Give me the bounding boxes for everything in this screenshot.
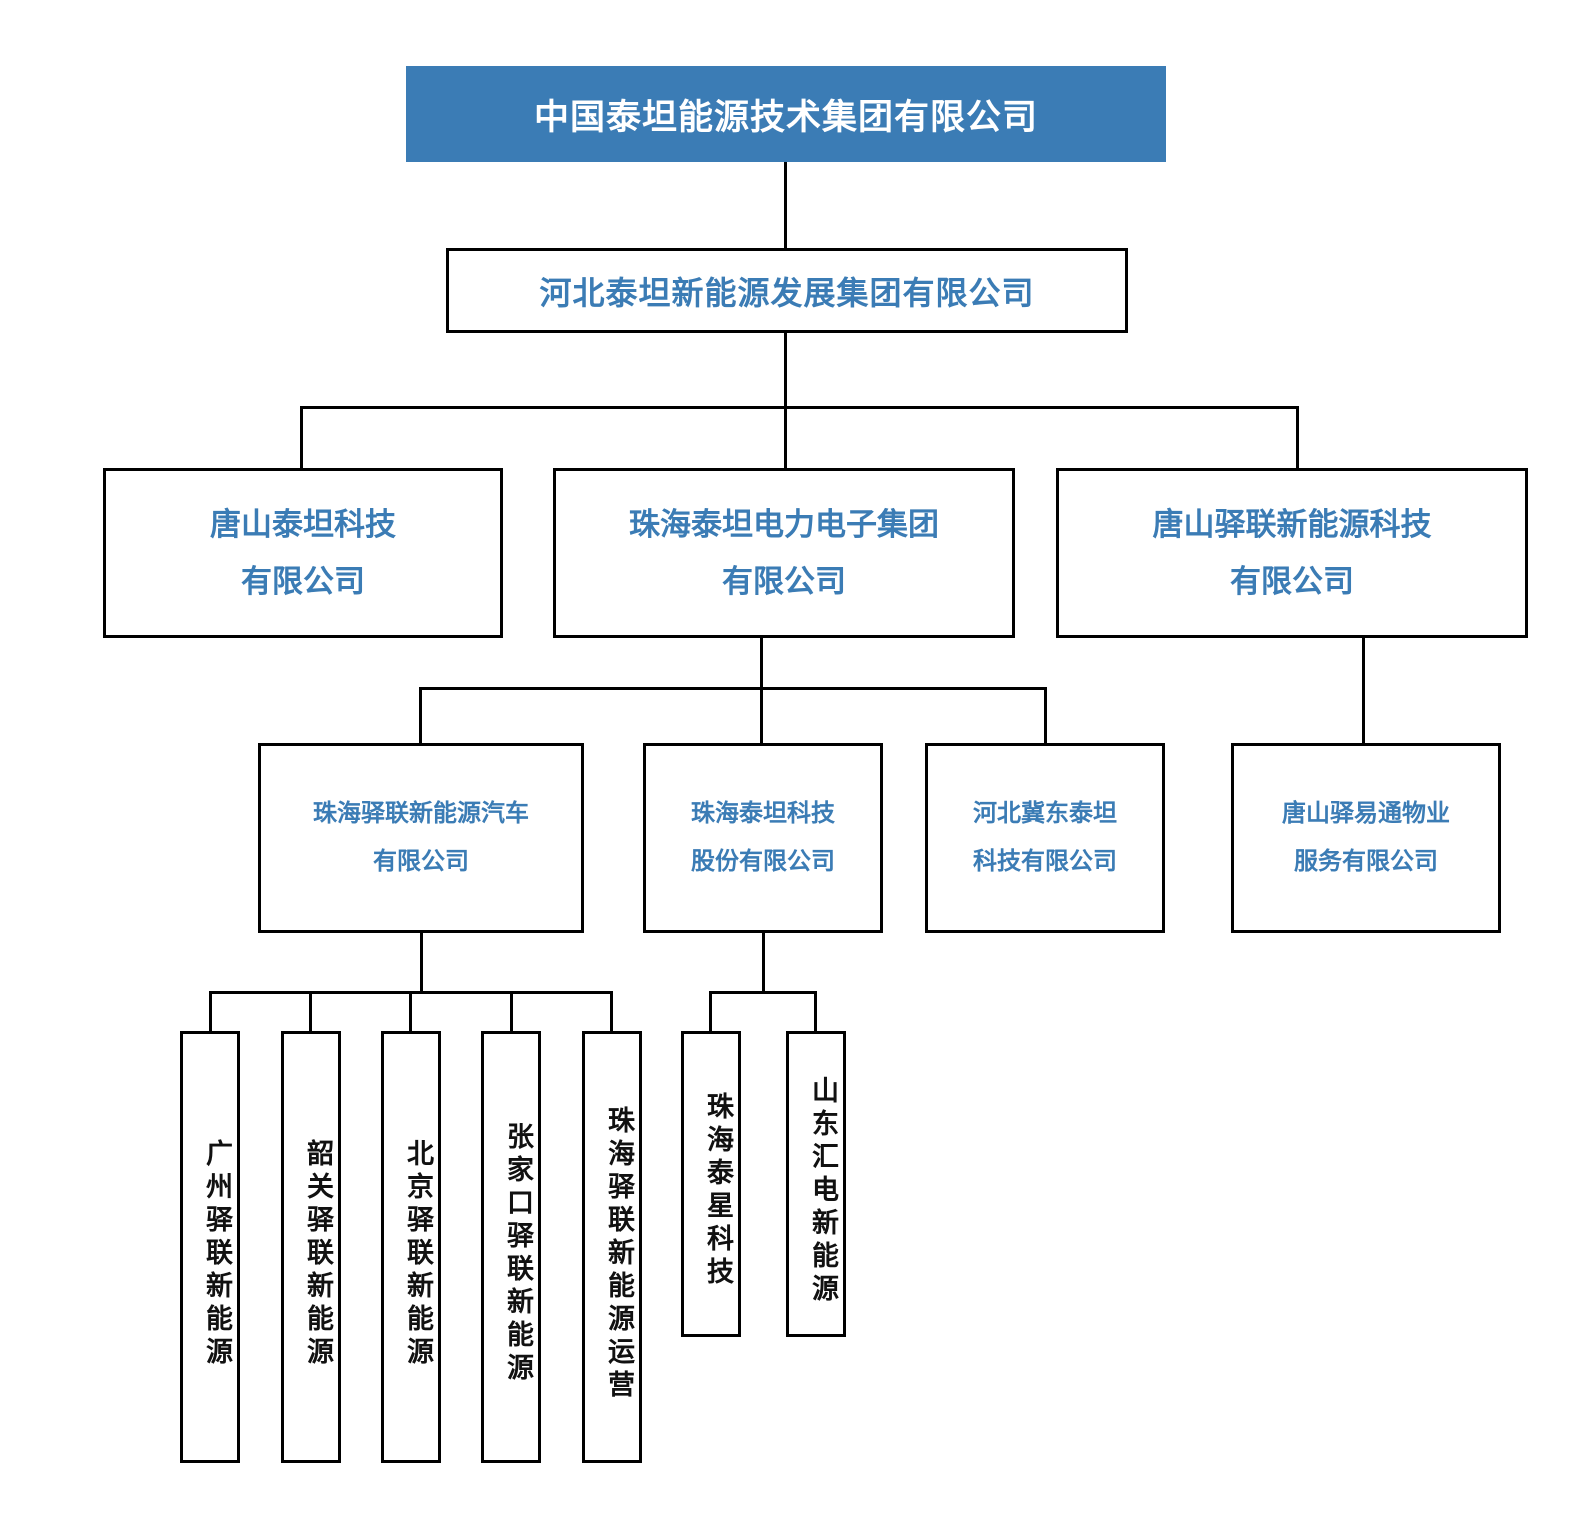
org-node-zhuhai-taitan-power[interactable]: 珠海泰坦电力电子集团 有限公司 bbox=[553, 468, 1015, 638]
connector-leaf-drop-5 bbox=[610, 991, 613, 1031]
connector-zhuhai-power-stem bbox=[760, 638, 763, 687]
org-leaf-shandong-huidian[interactable]: 山东汇电新能源 bbox=[786, 1031, 846, 1337]
connector-leaf-drop-4 bbox=[510, 991, 513, 1031]
org-node-zhuhai-yilian-ev-label: 珠海驿联新能源汽车 有限公司 bbox=[313, 800, 529, 875]
org-node-tangshan-yiyitong-label: 唐山驿易通物业 服务有限公司 bbox=[1282, 800, 1450, 875]
connector-level3-drop-1 bbox=[300, 406, 303, 468]
org-node-hebei-jidong-taitan[interactable]: 河北冀东泰坦 科技有限公司 bbox=[925, 743, 1165, 933]
org-leaf-shaoguan-yilian[interactable]: 韶关驿联新能源 bbox=[281, 1031, 341, 1463]
org-leaf-zhuhai-yilian-ops-label: 珠海驿联新能源运营 bbox=[604, 1105, 634, 1403]
org-leaf-zhuhai-yilian-ops[interactable]: 珠海驿联新能源运营 bbox=[582, 1031, 642, 1463]
org-node-tangshan-taitan-tech-label: 唐山泰坦科技 有限公司 bbox=[210, 506, 396, 599]
connector-level4-drop-3 bbox=[1044, 687, 1047, 743]
connector-level4-drop-2 bbox=[760, 687, 763, 743]
org-node-hebei-taitan[interactable]: 河北泰坦新能源发展集团有限公司 bbox=[446, 248, 1128, 333]
connector-leaf-drop-3 bbox=[409, 991, 412, 1031]
org-node-zhuhai-taitan-tech[interactable]: 珠海泰坦科技 股份有限公司 bbox=[643, 743, 883, 933]
connector-leaf-drop-2 bbox=[309, 991, 312, 1031]
org-leaf-beijing-yilian[interactable]: 北京驿联新能源 bbox=[381, 1031, 441, 1463]
org-node-root-label: 中国泰坦能源技术集团有限公司 bbox=[533, 97, 1038, 137]
org-node-tangshan-yilian-label: 唐山驿联新能源科技 有限公司 bbox=[1152, 506, 1432, 599]
org-leaf-zhuhai-taixing-label: 珠海泰星科技 bbox=[703, 1092, 733, 1290]
connector-level4-drop-1 bbox=[419, 687, 422, 743]
connector-level3-bus bbox=[300, 406, 1299, 409]
org-node-zhuhai-yilian-ev[interactable]: 珠海驿联新能源汽车 有限公司 bbox=[258, 743, 584, 933]
connector-level4-bus bbox=[419, 687, 1047, 690]
connector-leaf-drop-6 bbox=[709, 991, 712, 1031]
org-leaf-beijing-yilian-label: 北京驿联新能源 bbox=[403, 1138, 433, 1370]
org-node-zhuhai-taitan-tech-label: 珠海泰坦科技 股份有限公司 bbox=[691, 800, 835, 875]
org-leaf-guangzhou-yilian[interactable]: 广州驿联新能源 bbox=[180, 1031, 240, 1463]
org-leaf-zhuhai-taixing[interactable]: 珠海泰星科技 bbox=[681, 1031, 741, 1337]
connector-root-to-level2 bbox=[784, 162, 787, 248]
connector-yilian-ev-stem bbox=[420, 933, 423, 991]
org-node-hebei-jidong-taitan-label: 河北冀东泰坦 科技有限公司 bbox=[973, 800, 1117, 875]
org-node-hebei-taitan-label: 河北泰坦新能源发展集团有限公司 bbox=[539, 274, 1035, 311]
connector-level3-drop-3 bbox=[1296, 406, 1299, 468]
connector-leaf-bus-right bbox=[709, 991, 817, 994]
org-leaf-shandong-huidian-label: 山东汇电新能源 bbox=[808, 1075, 838, 1307]
org-node-root[interactable]: 中国泰坦能源技术集团有限公司 bbox=[406, 66, 1166, 162]
org-leaf-shaoguan-yilian-label: 韶关驿联新能源 bbox=[303, 1138, 333, 1370]
org-leaf-guangzhou-yilian-label: 广州驿联新能源 bbox=[202, 1138, 232, 1370]
connector-tangshan-yilian-stem bbox=[1362, 638, 1365, 743]
org-leaf-zhangjiakou-yilian[interactable]: 张家口驿联新能源 bbox=[481, 1031, 541, 1463]
org-node-tangshan-yiyitong[interactable]: 唐山驿易通物业 服务有限公司 bbox=[1231, 743, 1501, 933]
connector-zhuhai-taitan-tech-stem bbox=[762, 933, 765, 991]
connector-level2-stem bbox=[784, 333, 787, 406]
org-node-zhuhai-taitan-power-label: 珠海泰坦电力电子集团 有限公司 bbox=[629, 506, 939, 599]
org-node-tangshan-taitan-tech[interactable]: 唐山泰坦科技 有限公司 bbox=[103, 468, 503, 638]
connector-leaf-drop-7 bbox=[814, 991, 817, 1031]
org-leaf-zhangjiakou-yilian-label: 张家口驿联新能源 bbox=[503, 1122, 533, 1386]
connector-leaf-drop-1 bbox=[209, 991, 212, 1031]
org-node-tangshan-yilian[interactable]: 唐山驿联新能源科技 有限公司 bbox=[1056, 468, 1528, 638]
connector-level3-drop-2 bbox=[784, 406, 787, 468]
